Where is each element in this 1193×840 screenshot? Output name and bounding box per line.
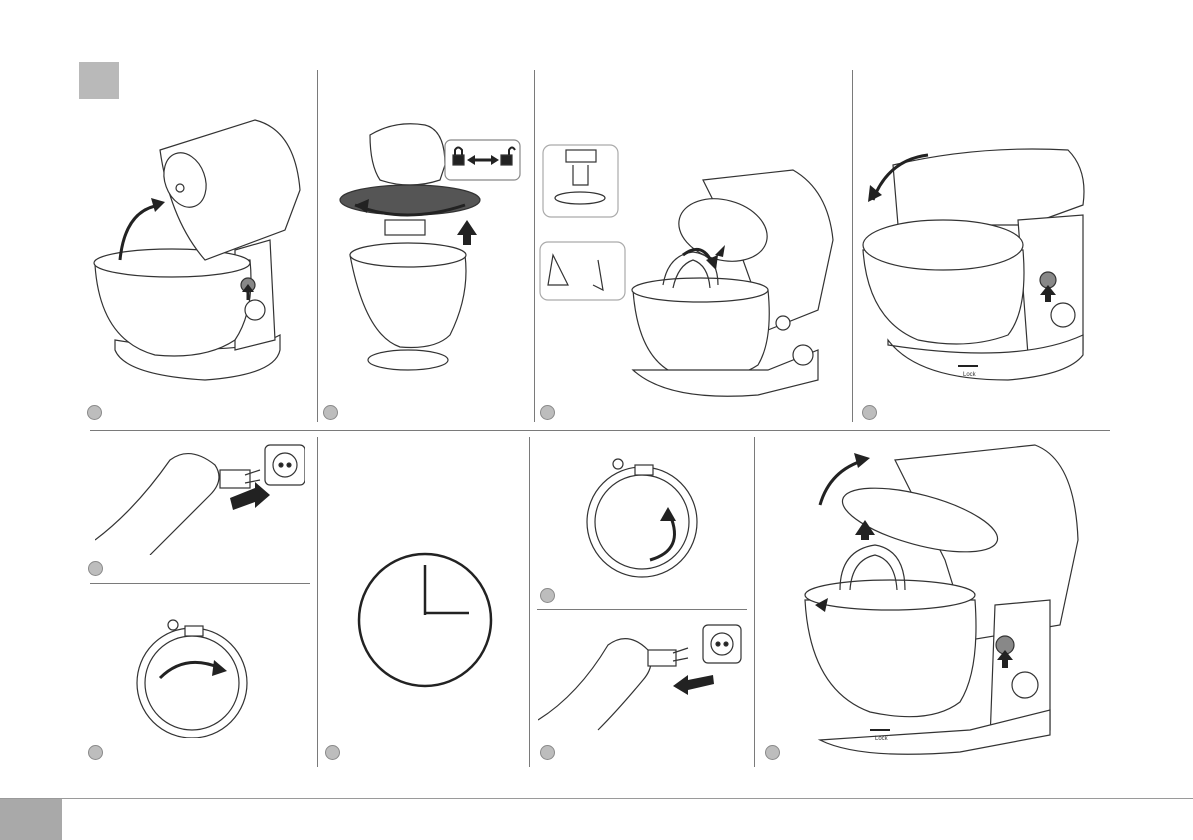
divider: [852, 70, 853, 422]
sub-divider: [90, 583, 310, 584]
divider: [534, 70, 535, 422]
section-marker: [79, 62, 119, 99]
divider: [317, 437, 318, 767]
step-number-dot: [540, 588, 555, 603]
lock-label: Lock: [963, 372, 977, 378]
step-number-dot: [540, 745, 555, 760]
mixer-head-tilt-up-remove-icon: Lock: [780, 440, 1080, 755]
divider: [529, 437, 530, 767]
clock-icon: [355, 550, 495, 690]
speed-dial-counterclockwise-icon: [580, 455, 705, 580]
step-number-dot: [87, 405, 102, 420]
step-number-dot: [88, 745, 103, 760]
page-tab: [0, 799, 62, 840]
speed-dial-clockwise-icon: [130, 618, 255, 738]
divider: [317, 70, 318, 422]
lock-label: Lock: [875, 736, 889, 742]
padlock-lock-unlock-icon: [325, 115, 525, 375]
beater-dough-hook-icon: [538, 140, 848, 402]
step-number-dot: [862, 405, 877, 420]
plug-socket-icon: [95, 440, 305, 555]
mixer-head-lower-icon: Lock: [858, 140, 1098, 390]
step-number-dot: [325, 745, 340, 760]
divider: [754, 437, 755, 767]
unplug-icon: [538, 620, 743, 745]
step-number-dot: [765, 745, 780, 760]
sub-divider: [537, 609, 747, 610]
mixer-head-tilt-up-icon: [85, 110, 310, 395]
footer-bar: [0, 798, 1193, 839]
step-number-dot: [323, 405, 338, 420]
row-divider: [90, 430, 1110, 431]
step-number-dot: [540, 405, 555, 420]
step-number-dot: [88, 561, 103, 576]
